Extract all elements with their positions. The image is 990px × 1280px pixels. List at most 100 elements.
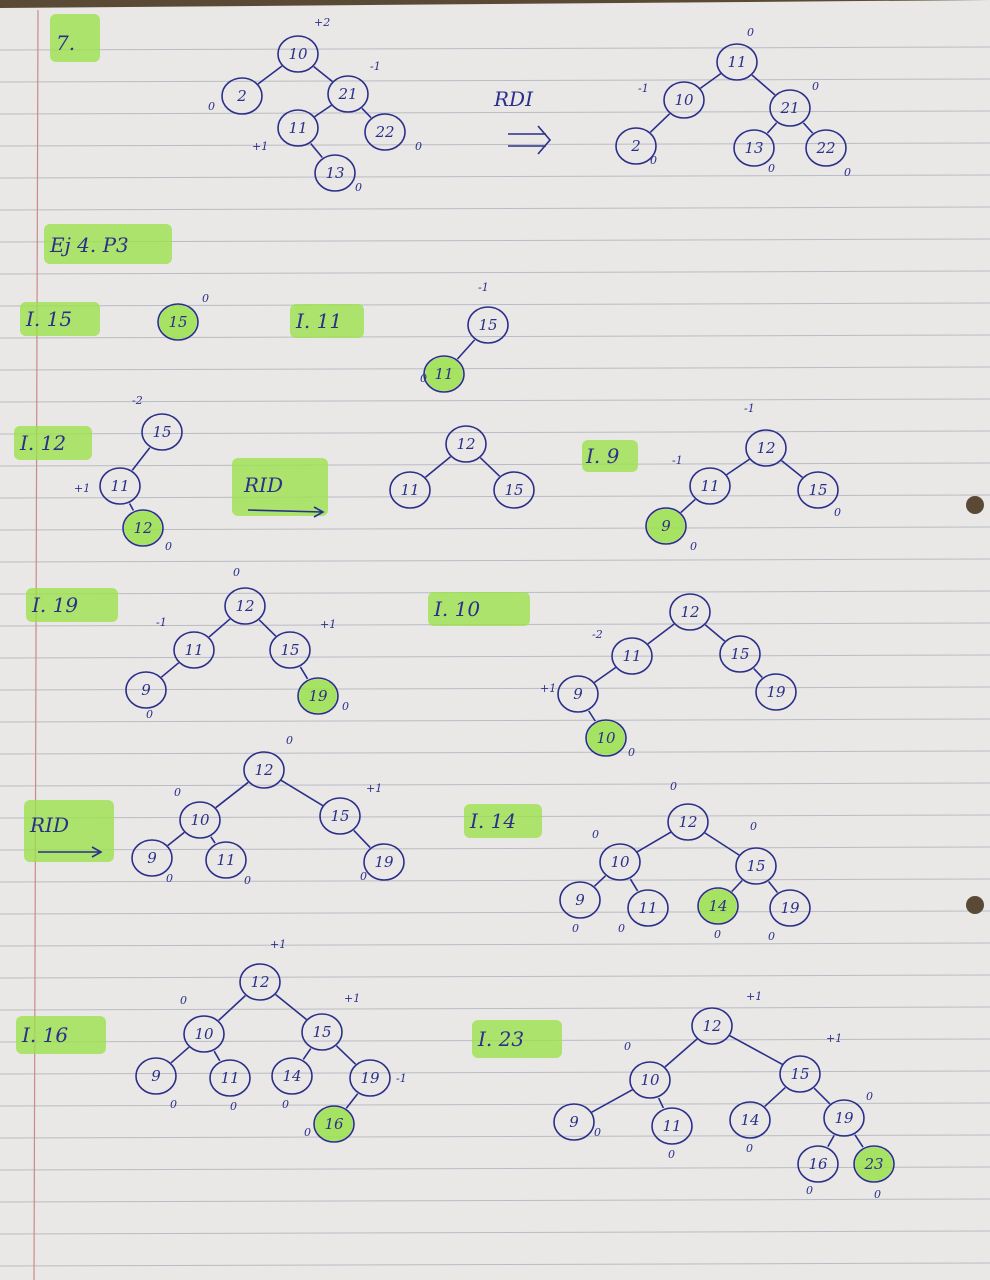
tree-node: 15 0 xyxy=(157,292,209,341)
tree-edge xyxy=(854,1134,864,1148)
node-circle xyxy=(319,797,361,835)
balance-factor: 0 xyxy=(844,166,851,179)
balance-factor: 0 xyxy=(166,872,173,885)
tree-node: 100 xyxy=(592,828,641,881)
label-i15: I. 15 xyxy=(20,302,100,336)
node-circle xyxy=(301,1013,343,1051)
node-value: 15 xyxy=(330,807,349,825)
node-value: 12 xyxy=(235,597,254,615)
inserted-node-highlight xyxy=(855,1147,893,1181)
node-circle xyxy=(615,127,657,165)
node-value: 9 xyxy=(151,1067,161,1085)
balance-factor: 0 xyxy=(415,140,422,153)
node-circle xyxy=(445,425,487,463)
tree-node: 150 xyxy=(735,820,777,885)
tree-edge xyxy=(456,339,476,360)
tree-node: 120 xyxy=(667,780,709,841)
node-circle xyxy=(467,306,509,344)
label-i19: I. 19 xyxy=(26,588,118,622)
node-circle xyxy=(689,467,731,505)
tree-edge xyxy=(215,781,249,809)
label-i11: I. 11 xyxy=(290,304,364,338)
node-value: 12 xyxy=(678,813,697,831)
tree-edge xyxy=(208,618,231,638)
binder-hole xyxy=(966,896,984,914)
tree-edge xyxy=(781,459,803,479)
node-circle xyxy=(745,429,787,467)
balance-factor: +1 xyxy=(270,938,286,951)
node-circle xyxy=(853,1145,895,1183)
inserted-node-highlight xyxy=(647,509,685,543)
balance-factor: 0 xyxy=(866,1090,873,1103)
node-value: 9 xyxy=(573,685,583,703)
svg-text:I. 9: I. 9 xyxy=(585,444,620,468)
tree-edge xyxy=(299,666,309,680)
balance-factor: 0 xyxy=(750,820,757,833)
node-value: 11 xyxy=(184,641,203,659)
node-circle xyxy=(314,154,356,192)
node-circle xyxy=(691,1007,733,1045)
node-value: 14 xyxy=(740,1111,759,1129)
tree-edge xyxy=(302,1048,312,1060)
node-value: 11 xyxy=(622,647,641,665)
balance-factor: +1 xyxy=(540,682,556,695)
balance-factor: 0 xyxy=(202,292,209,305)
node-circle xyxy=(313,1105,355,1143)
balance-factor: -2 xyxy=(132,394,143,407)
balance-factor: +1 xyxy=(252,140,268,153)
svg-text:I. 10: I. 10 xyxy=(433,597,480,621)
node-circle xyxy=(364,113,406,151)
node-value: 21 xyxy=(779,99,799,117)
node-circle xyxy=(349,1059,391,1097)
inserted-node-highlight xyxy=(124,511,162,545)
tree-edge xyxy=(767,881,779,893)
tree-node: 160 xyxy=(304,1105,355,1143)
label-ej4: Ej 4. P3 xyxy=(44,224,172,264)
node-value: 11 xyxy=(400,481,419,499)
node-value: 15 xyxy=(280,641,299,659)
balance-factor: -1 xyxy=(478,281,489,294)
balance-factor: +1 xyxy=(344,992,360,1005)
balance-factor: -1 xyxy=(638,82,649,95)
tree-node: 90 xyxy=(559,881,601,935)
node-value: 23 xyxy=(863,1155,883,1173)
tree-node: 120 xyxy=(122,509,172,553)
tree-node: 11+1 xyxy=(74,467,141,505)
node-circle xyxy=(135,1057,177,1095)
tree-edge xyxy=(210,836,216,844)
tree-node: 110 xyxy=(205,841,251,887)
node-value: 11 xyxy=(638,899,657,917)
node-value: 22 xyxy=(815,139,835,157)
tree-edge xyxy=(664,1038,698,1068)
node-value: 13 xyxy=(744,139,763,157)
tree-edge xyxy=(629,878,639,892)
tree-node: 190 xyxy=(297,677,349,715)
tree-node: 15+1 xyxy=(779,1032,842,1093)
inserted-node-highlight xyxy=(315,1107,353,1141)
svg-text:Ej 4. P3: Ej 4. P3 xyxy=(49,233,129,257)
node-value: 15 xyxy=(168,313,187,331)
tree-node: 190 xyxy=(823,1090,873,1137)
label-i23: I. 23 xyxy=(472,1020,562,1058)
node-circle xyxy=(559,881,601,919)
tree-node: 15 xyxy=(493,471,535,509)
node-circle xyxy=(221,77,263,115)
node-circle xyxy=(651,1107,693,1145)
tree-node: 12-1 xyxy=(744,402,787,467)
tree-node: 12+1 xyxy=(239,938,286,1001)
tree-node: 120 xyxy=(224,566,266,625)
tree-node: 10-1 xyxy=(638,81,705,119)
balance-factor: 0 xyxy=(834,506,841,519)
node-circle xyxy=(363,843,405,881)
inserted-node-highlight xyxy=(299,679,337,713)
node-circle xyxy=(99,467,141,505)
balance-factor: +1 xyxy=(826,1032,842,1045)
tree-edge xyxy=(479,457,501,477)
label-i14: I. 14 xyxy=(464,804,542,838)
tree-edge xyxy=(593,875,607,887)
node-circle xyxy=(183,1015,225,1053)
balance-factor: +1 xyxy=(74,482,90,495)
node-circle xyxy=(157,303,199,341)
